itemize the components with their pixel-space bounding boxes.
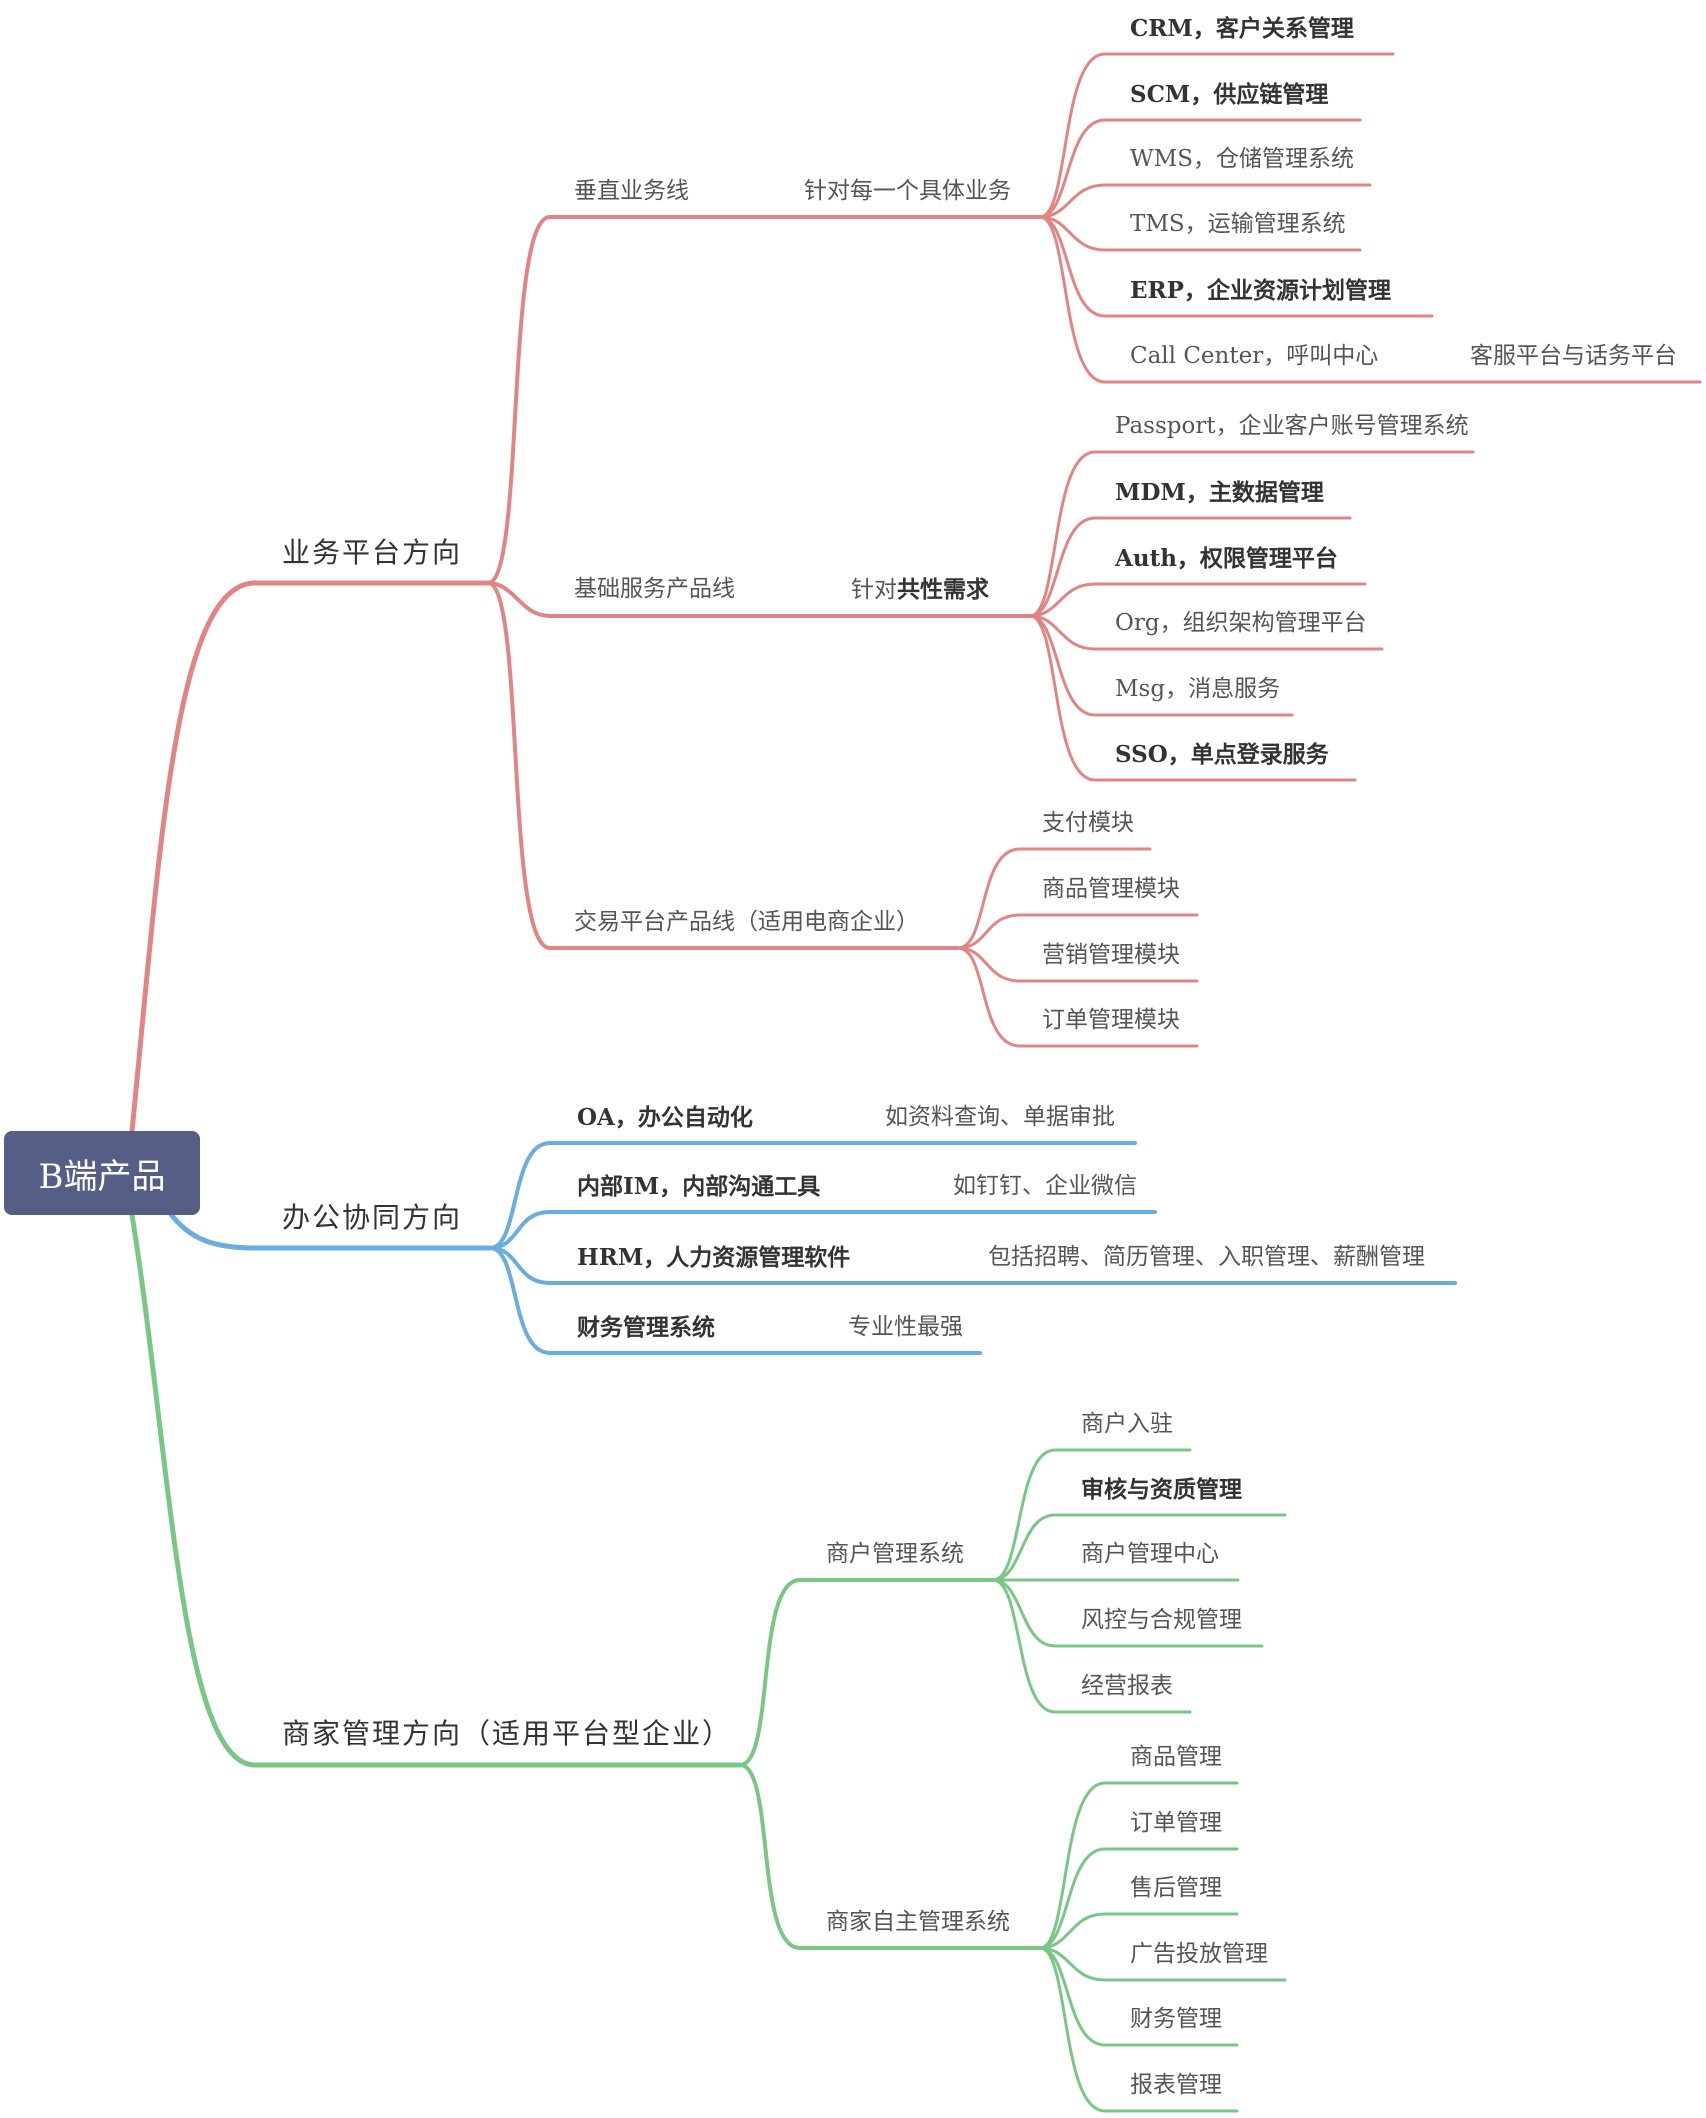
node-hrm-note[interactable]: 包括招聘、简历管理、入职管理、薪酬管理 xyxy=(988,1244,1425,1270)
node-merchant-mgmt[interactable]: 商户管理系统 xyxy=(826,1541,964,1567)
leaf-merchant-center[interactable]: 商户管理中心 xyxy=(1081,1541,1219,1567)
leaf-order-mgmt[interactable]: 订单管理 xyxy=(1130,1810,1222,1836)
branch-office[interactable]: 办公协同方向 xyxy=(282,1201,463,1234)
leaf-wms[interactable]: WMS，仓储管理系统 xyxy=(1130,146,1354,172)
node-base-sub-a: 针对 xyxy=(851,577,897,603)
leaf-mdm[interactable]: MDM，主数据管理 xyxy=(1115,479,1324,506)
leaf-goods-module[interactable]: 商品管理模块 xyxy=(1042,876,1180,902)
leaf-marketing-module[interactable]: 营销管理模块 xyxy=(1042,942,1180,968)
leaf-passport[interactable]: Passport，企业客户账号管理系统 xyxy=(1115,413,1469,439)
leaf-order-module[interactable]: 订单管理模块 xyxy=(1042,1007,1180,1033)
node-im[interactable]: 内部IM，内部沟通工具 xyxy=(577,1173,821,1200)
leaf-callcenter-note[interactable]: 客服平台与话务平台 xyxy=(1470,343,1677,369)
node-base-sub-b: 共性需求 xyxy=(897,576,989,603)
node-merchant-self[interactable]: 商家自主管理系统 xyxy=(826,1909,1010,1935)
leaf-auth[interactable]: Auth，权限管理平台 xyxy=(1115,545,1338,572)
leaf-goods-mgmt[interactable]: 商品管理 xyxy=(1130,1744,1222,1770)
leaf-tms[interactable]: TMS，运输管理系统 xyxy=(1130,211,1346,237)
leaf-ad-mgmt[interactable]: 广告投放管理 xyxy=(1130,1941,1268,1967)
leaf-finance-mgmt[interactable]: 财务管理 xyxy=(1130,2006,1222,2032)
leaf-msg[interactable]: Msg，消息服务 xyxy=(1115,676,1281,702)
node-finance-system[interactable]: 财务管理系统 xyxy=(577,1314,715,1341)
branch-biz-platform[interactable]: 业务平台方向 xyxy=(282,536,463,569)
node-trade[interactable]: 交易平台产品线（适用电商企业） xyxy=(574,909,919,935)
leaf-merchant-onboard[interactable]: 商户入驻 xyxy=(1081,1411,1173,1437)
node-oa[interactable]: OA，办公自动化 xyxy=(577,1104,753,1131)
leaf-sso[interactable]: SSO，单点登录服务 xyxy=(1115,741,1329,768)
node-vertical[interactable]: 垂直业务线 xyxy=(574,178,689,204)
node-im-note[interactable]: 如钉钉、企业微信 xyxy=(953,1173,1137,1199)
leaf-risk-compliance[interactable]: 风控与合规管理 xyxy=(1081,1607,1242,1633)
node-base[interactable]: 基础服务产品线 xyxy=(574,576,735,602)
node-oa-note[interactable]: 如资料查询、单据审批 xyxy=(885,1104,1115,1130)
node-base-sub[interactable]: 针对共性需求 xyxy=(851,578,989,602)
leaf-audit-qualification[interactable]: 审核与资质管理 xyxy=(1081,1476,1242,1503)
leaf-report-mgmt[interactable]: 报表管理 xyxy=(1130,2072,1222,2098)
leaf-crm[interactable]: CRM，客户关系管理 xyxy=(1130,15,1354,42)
leaf-erp[interactable]: ERP，企业资源计划管理 xyxy=(1130,277,1391,304)
green-connectors xyxy=(129,1212,1287,2113)
leaf-aftersale-mgmt[interactable]: 售后管理 xyxy=(1130,1875,1222,1901)
leaf-payment[interactable]: 支付模块 xyxy=(1042,810,1134,836)
leaf-scm[interactable]: SCM，供应链管理 xyxy=(1130,81,1329,108)
node-vertical-sub[interactable]: 针对每一个具体业务 xyxy=(804,178,1011,204)
red-connectors xyxy=(129,52,1702,1134)
branch-merchant[interactable]: 商家管理方向（适用平台型企业） xyxy=(282,1717,733,1750)
node-finance-system-note[interactable]: 专业性最强 xyxy=(848,1314,963,1340)
blue-connectors xyxy=(167,1141,1457,1355)
node-hrm[interactable]: HRM，人力资源管理软件 xyxy=(577,1244,851,1271)
leaf-callcenter[interactable]: Call Center，呼叫中心 xyxy=(1130,343,1379,369)
root-node[interactable]: B端产品 xyxy=(4,1131,200,1215)
leaf-business-report[interactable]: 经营报表 xyxy=(1081,1673,1173,1699)
leaf-org[interactable]: Org，组织架构管理平台 xyxy=(1115,610,1367,636)
